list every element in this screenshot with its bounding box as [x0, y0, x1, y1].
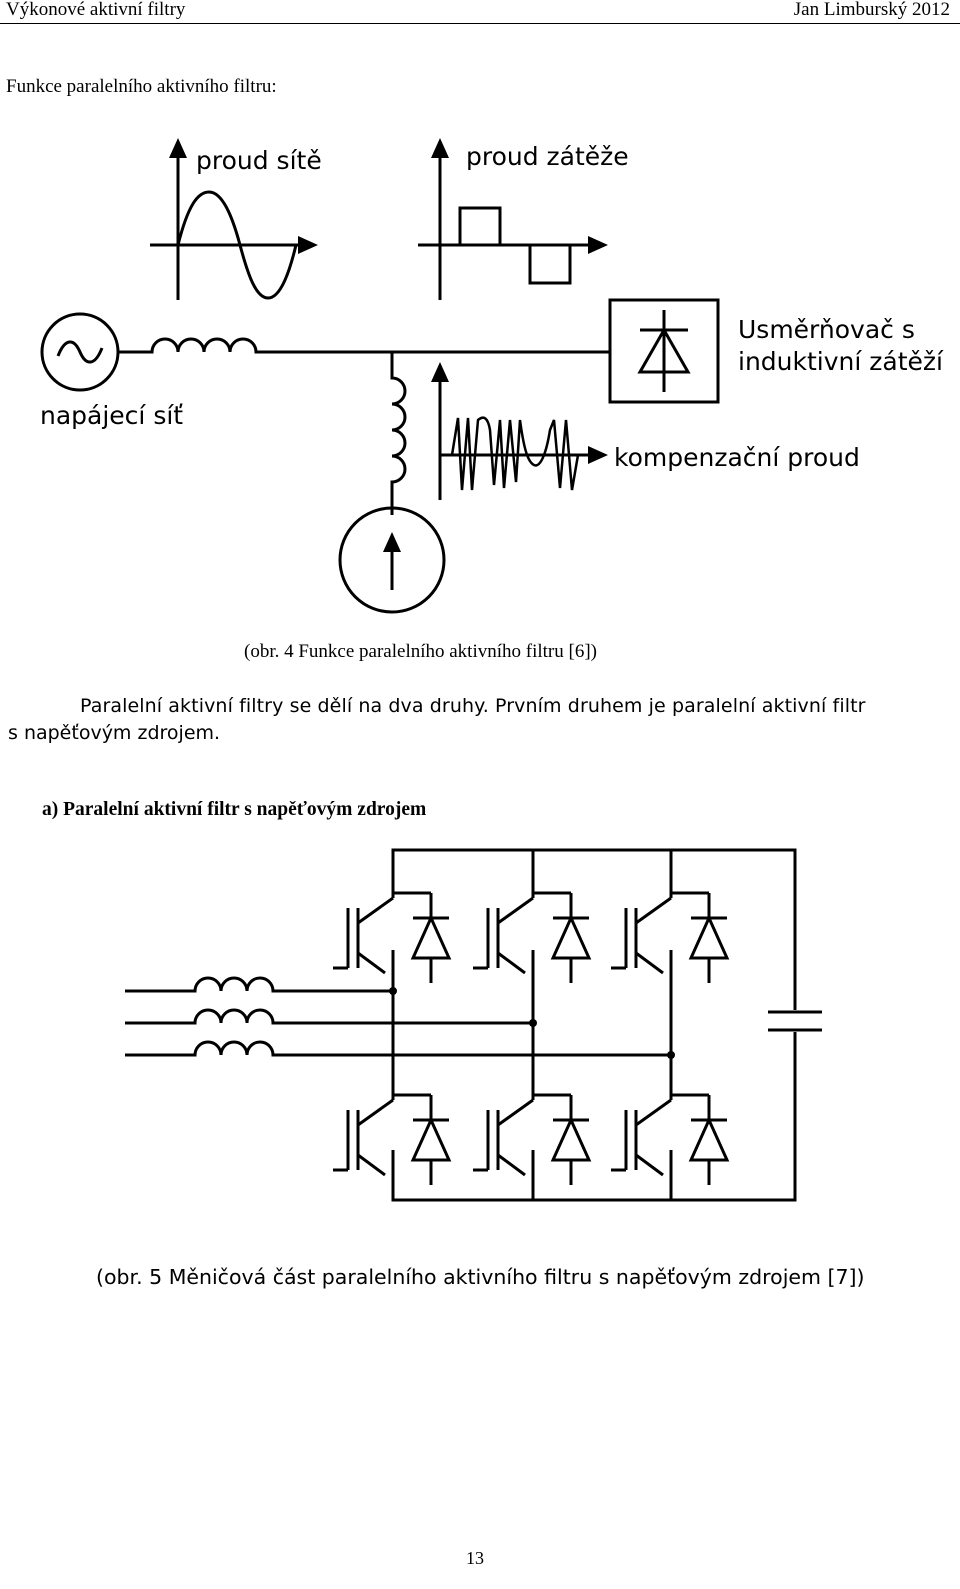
- label-load-current: proud zátěže: [466, 142, 629, 171]
- igbt-upper-1-icon: [331, 884, 451, 985]
- igbt-upper-2-icon: [471, 884, 591, 985]
- igbt-lower-1-icon: [331, 1086, 451, 1187]
- label-supply-grid: napájecí síť: [40, 401, 183, 430]
- diode-icon: [637, 310, 691, 392]
- section-intro-text: Funkce paralelního aktivního filtru:: [6, 76, 277, 97]
- igbt-lower-2-icon: [471, 1086, 591, 1187]
- load-current-waveform: [418, 150, 590, 300]
- figure4-caption: (obr. 4 Funkce paralelního aktivního fil…: [244, 641, 597, 662]
- grid-inductor-icon: [118, 337, 610, 354]
- grid-current-waveform: [150, 150, 310, 300]
- paragraph-line-1: Paralelní aktivní filtry se dělí na dva …: [80, 695, 866, 717]
- igbt-upper-3-icon: [609, 884, 729, 985]
- compensation-current-waveform: [438, 378, 590, 500]
- subheading-a: a) Paralelní aktivní filtr s napěťovým z…: [42, 799, 427, 820]
- figure-inverter-circuit: [125, 848, 822, 1202]
- igbt-lower-3-icon: [609, 1086, 729, 1187]
- phase-a-inductor-icon: [125, 976, 393, 993]
- rectifier-box: [608, 298, 720, 404]
- page-number: 13: [466, 1548, 484, 1568]
- figure-parallel-filter-function: proud sítě proud zátěže Usměrňovač s ind…: [40, 138, 944, 614]
- figure5-caption: (obr. 5 Měničová část paralelního aktivn…: [96, 1265, 865, 1289]
- label-grid-current: proud sítě: [196, 146, 322, 175]
- label-rectifier-line1: Usměrňovač s: [738, 315, 915, 344]
- filter-inductor-icon: [390, 352, 407, 515]
- header-divider: [0, 23, 960, 24]
- running-header-title: Výkonové aktivní filtry: [6, 0, 186, 20]
- paragraph-line-2: s napěťovým zdrojem.: [8, 722, 221, 744]
- phase-b-inductor-icon: [125, 1008, 533, 1025]
- current-source-icon: [338, 506, 446, 614]
- label-compensation-current: kompenzační proud: [614, 443, 860, 472]
- label-rectifier-line2: induktivní zátěží: [738, 347, 944, 376]
- running-header-author: Jan Limburský 2012: [793, 0, 950, 20]
- phase-c-inductor-icon: [125, 1040, 671, 1057]
